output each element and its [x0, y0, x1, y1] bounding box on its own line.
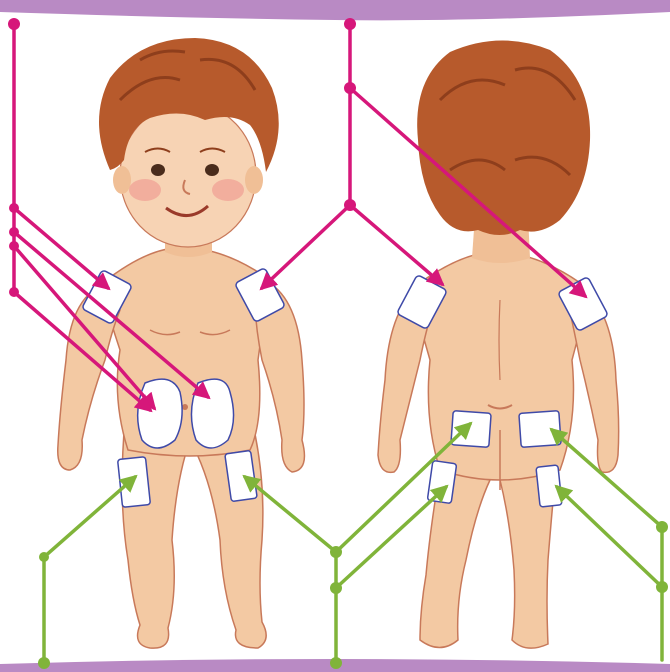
green-node: [656, 581, 668, 593]
front-left-ear: [113, 166, 131, 194]
green-arrow-back-right-thigh: [557, 487, 662, 587]
front-figure: [58, 38, 305, 648]
magenta-node: [344, 82, 356, 94]
green-left-trunk: [44, 477, 135, 663]
green-node: [330, 657, 342, 669]
front-right-cheek: [212, 179, 244, 201]
magenta-node: [9, 287, 19, 297]
front-right-ear: [245, 166, 263, 194]
magenta-node: [9, 227, 19, 237]
front-right-eye: [205, 164, 219, 176]
front-navel: [182, 404, 188, 410]
magenta-arrow-front-right-shoulder: [262, 205, 350, 288]
magenta-node: [344, 18, 356, 30]
magenta-node: [8, 18, 20, 30]
front-left-belly-patch: [138, 379, 182, 448]
green-node: [39, 552, 49, 562]
magenta-node: [9, 241, 19, 251]
magenta-arrow-front-left-shoulder: [14, 208, 108, 288]
front-left-cheek: [129, 179, 161, 201]
green-node: [330, 582, 342, 594]
magenta-node: [9, 203, 19, 213]
back-hair: [417, 40, 590, 235]
back-left-thigh-patch: [427, 461, 456, 504]
magenta-arrow-back-left-shoulder: [350, 205, 442, 284]
front-right-thigh-patch: [225, 450, 257, 501]
green-node: [330, 546, 342, 558]
back-figure: [378, 40, 619, 648]
green-node: [656, 521, 668, 533]
front-face: [120, 103, 256, 247]
back-right-buttock-patch: [519, 411, 561, 448]
back-left-buttock-patch: [451, 411, 491, 448]
front-left-eye: [151, 164, 165, 176]
top-banner: [0, 0, 670, 20]
front-left-thigh-patch: [118, 457, 151, 508]
magenta-node: [344, 199, 356, 211]
green-node: [38, 657, 50, 669]
